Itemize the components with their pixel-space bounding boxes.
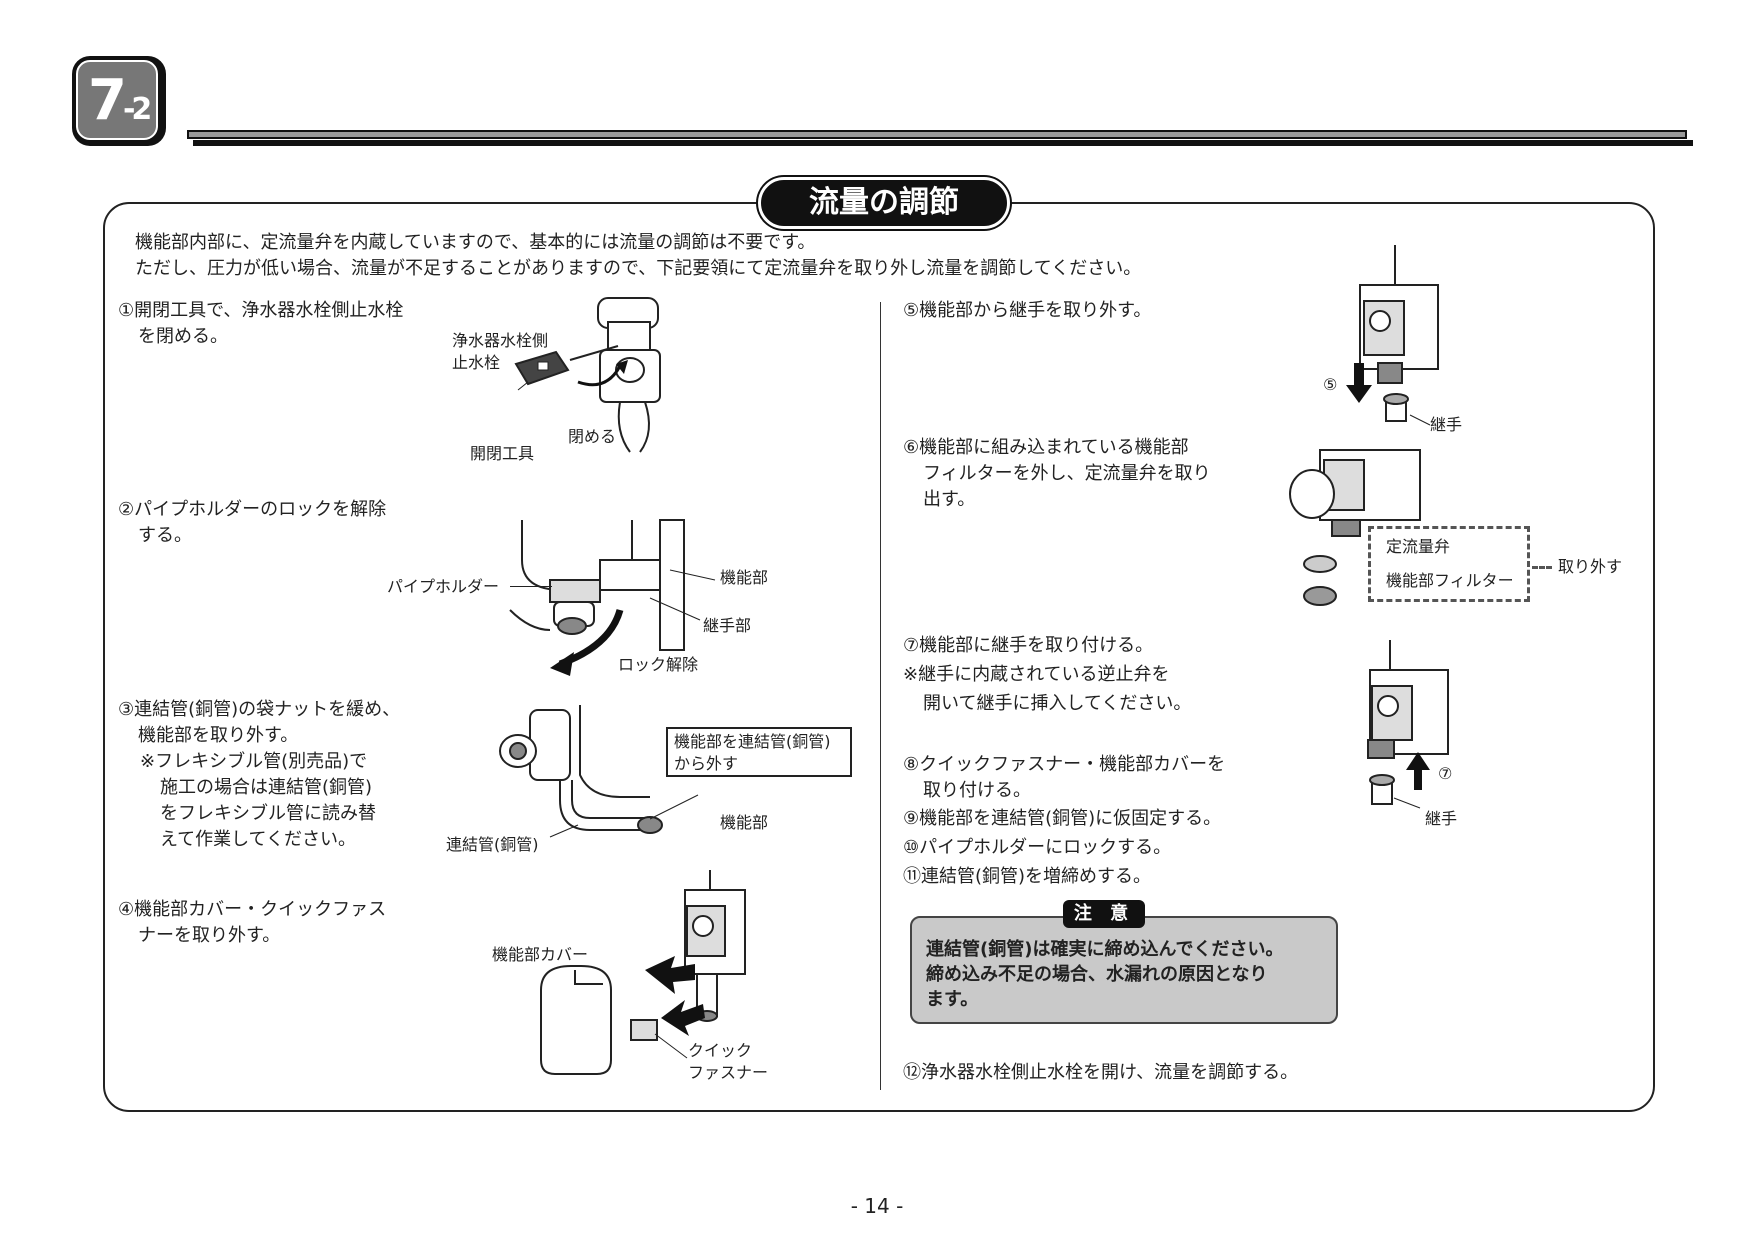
label-joint-part: 継手部	[703, 616, 752, 635]
step-3-note-4: えて作業してください。	[160, 829, 357, 850]
label-tool: 開閉工具	[470, 444, 535, 463]
pipe-holder-illustration	[509, 519, 716, 676]
step-11: ⑪連結管(銅管)を増締めする。	[903, 866, 1152, 887]
intro-line-2: ただし、圧力が低い場合、流量が不足することがありますので、下記要領にて定流量弁を…	[135, 258, 1142, 279]
step-2-line-1: ②パイプホルダーのロックを解除	[118, 499, 387, 520]
label-close: 閉める	[568, 427, 617, 446]
label-joint5: 継手	[1430, 415, 1463, 434]
arrow-left-icon-2	[661, 1000, 705, 1036]
step-7-line-1: ⑦機能部に継手を取り付ける。	[903, 635, 1154, 656]
label-remove: 取り外す	[1558, 557, 1623, 576]
step-8-line-2: 取り付ける。	[923, 780, 1031, 801]
label-fastener-2: ファスナー	[688, 1063, 769, 1082]
header-rule-shadow	[193, 140, 1693, 146]
label-num7: ⑦	[1438, 764, 1453, 783]
label-cover: 機能部カバー	[492, 945, 589, 964]
label-num5: ⑤	[1323, 375, 1338, 394]
step-3-note-2: 施工の場合は連結管(銅管)	[160, 777, 373, 798]
joint-attach-illustration	[1367, 640, 1449, 809]
step-4-line-2: ナーを取り外す。	[138, 925, 281, 946]
step-7-note-1: ※継手に内蔵されている逆止弁を	[903, 664, 1170, 685]
label-fastener-1: クイック	[688, 1041, 753, 1060]
step-1-line-2: を閉める。	[138, 326, 228, 347]
removable-parts-box	[1368, 526, 1530, 602]
label-unit-2: 機能部	[720, 813, 769, 832]
pipe-illustration	[499, 705, 699, 838]
label-unit: 機能部	[720, 568, 769, 587]
step-3-line-1: ③連結管(銅管)の袋ナットを緩め、	[118, 699, 401, 720]
step-4-line-1: ④機能部カバー・クイックファス	[118, 899, 387, 920]
arrow-up-icon	[1406, 752, 1430, 790]
caution-text: 連結管(銅管)は確実に締め込んでください。 締め込み不足の場合、水漏れの原因とな…	[926, 939, 1284, 1010]
rotate-arrow-icon	[577, 365, 622, 387]
section-badge: 7-2	[72, 56, 166, 146]
intro-line-1: 機能部内部に、定流量弁を内蔵していますので、基本的には流量の調節は不要です。	[135, 232, 816, 253]
label-pipe: 連結管(銅管)	[446, 835, 539, 854]
step-3-note-3: をフレキシブル管に読み替	[160, 803, 376, 824]
label-valve-1: 浄水器水栓側	[452, 331, 549, 350]
arrow-left-icon	[645, 956, 695, 994]
filter-illustration	[1289, 449, 1421, 606]
step-5: ⑤機能部から継手を取り外す。	[903, 300, 1152, 321]
step-8-line-1: ⑧クイックファスナー・機能部カバーを	[903, 754, 1226, 775]
label-joint7: 継手	[1425, 809, 1458, 828]
step-12: ⑫浄水器水栓側止水栓を開け、流量を調節する。	[903, 1062, 1299, 1083]
caution-tag: 注 意	[1063, 900, 1145, 928]
section-number: 7-2	[88, 68, 152, 133]
column-divider	[880, 302, 881, 1090]
step-9: ⑨機能部を連結管(銅管)に仮固定する。	[903, 808, 1222, 829]
step-10: ⑩パイプホルダーにロックする。	[903, 837, 1172, 858]
label-flow-valve: 定流量弁	[1386, 537, 1451, 556]
cover-illustration	[540, 870, 746, 1075]
section-title: 流量の調節	[758, 177, 1010, 229]
step-2-line-2: する。	[138, 525, 192, 546]
label-filter: 機能部フィルター	[1386, 571, 1514, 590]
label-valve-2: 止水栓	[452, 353, 501, 372]
joint-remove-illustration	[1346, 245, 1439, 426]
step-6-line-1: ⑥機能部に組み込まれている機能部	[903, 437, 1189, 458]
label-unlock: ロック解除	[618, 655, 699, 674]
step-3-note-1: ※フレキシブル管(別売品)で	[140, 751, 368, 772]
step-6-line-2: フィルターを外し、定流量弁を取り	[923, 463, 1211, 484]
arrow-down-icon	[1346, 363, 1372, 403]
header-rule	[187, 130, 1687, 139]
valve-illustration	[514, 297, 661, 453]
step-7-note-2: 開いて継手に挿入してください。	[923, 693, 1192, 714]
label-pipe-holder: パイプホルダー	[387, 577, 500, 596]
page-number: - 14 -	[850, 1194, 904, 1218]
step-6-line-3: 出す。	[923, 489, 976, 510]
callout-box: 機能部を連結管(銅管) から外す	[666, 727, 852, 777]
step-1-line-1: ①開閉工具で、浄水器水栓側止水栓	[118, 300, 404, 321]
step-3-line-2: 機能部を取り外す。	[138, 725, 299, 746]
